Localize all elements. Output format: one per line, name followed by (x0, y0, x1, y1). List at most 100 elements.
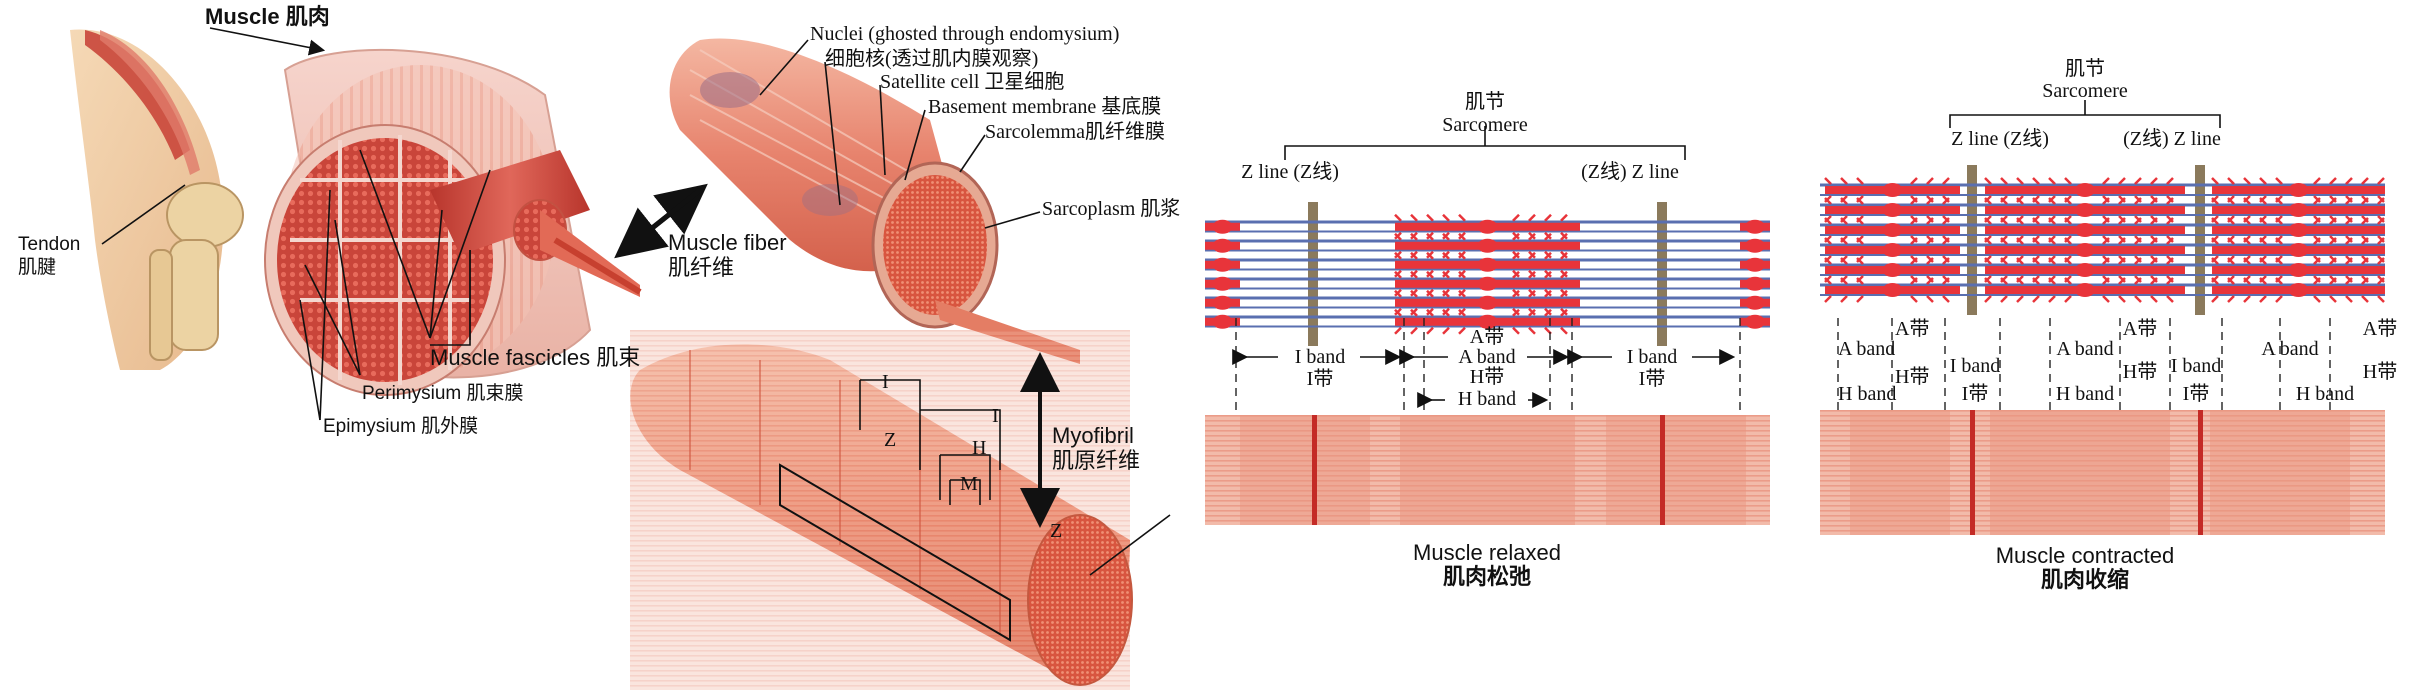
relaxed-myosin-head (1410, 308, 1418, 317)
relaxed-myosin-head (1410, 326, 1418, 335)
contracted-myosin-head (2227, 235, 2235, 243)
contracted-myosin-head (2361, 215, 2369, 223)
relaxed-a-band-en: A band (1458, 346, 1515, 368)
contracted-myosin-head (2211, 217, 2219, 225)
contracted-myosin-head (2275, 215, 2283, 223)
contracted-myosin-head (2345, 215, 2353, 223)
contracted-myosin-head (2016, 235, 2024, 243)
relaxed-m-line (1212, 219, 1233, 234)
relaxed-myosin-head (1560, 326, 1568, 335)
contracted-myosin-head (2361, 257, 2369, 265)
contracted-myosin-head (1840, 235, 1848, 243)
contracted-myosin-head (1926, 217, 1934, 225)
contracted-myosin-head (2361, 295, 2369, 303)
contracted-myosin-head (2000, 217, 2008, 225)
contracted-i-band-en-2: I band (2171, 355, 2222, 377)
contracted-myosin-head (1856, 195, 1864, 203)
contracted-myosin-head (2259, 215, 2267, 223)
left-panel-leader-lines (101, 27, 1171, 576)
contracted-myosin-head (1824, 255, 1832, 263)
contracted-myosin-head (2211, 235, 2219, 243)
contracted-myosin-head (1856, 275, 1864, 283)
contracted-myosin-head (2118, 277, 2126, 285)
contracted-myosin-head (1926, 177, 1934, 185)
relaxed-m-line (1477, 295, 1498, 310)
contracted-myosin-head (2313, 177, 2321, 185)
contracted-myosin-head (2166, 295, 2174, 303)
contracted-myosin-head (2064, 255, 2072, 263)
contracted-micrograph (1820, 410, 2385, 535)
label-myofibril-zh: 肌原纤维 (1052, 448, 1140, 473)
contracted-myosin-head (2048, 295, 2056, 303)
relaxed-myosin-head (1512, 289, 1520, 298)
contracted-myosin-head (2000, 295, 2008, 303)
contracted-myosin-head (2064, 235, 2072, 243)
contracted-m-line (2288, 203, 2309, 217)
contracted-myosin-head (2102, 177, 2110, 185)
contracted-myosin-head (2000, 255, 2008, 263)
contracted-myosin-head (2016, 295, 2024, 303)
relaxed-myosin-head (1544, 289, 1552, 298)
contracted-myosin-head (2345, 217, 2353, 225)
relaxed-myosin-head (1394, 289, 1402, 298)
relaxed-myosin-head (1426, 251, 1434, 260)
label-nuclei-en: Nuclei (ghosted through endomysium) (810, 23, 1119, 45)
contracted-myosin-head (2377, 255, 2385, 263)
contracted-m-line (1882, 243, 1903, 257)
contracted-myosin-head (2134, 195, 2142, 203)
contracted-myosin-head (2329, 275, 2337, 283)
contracted-myosin-head (2048, 275, 2056, 283)
contracted-z-line-left: Z line (Z线) (1951, 127, 2049, 150)
contracted-myosin-head (1942, 255, 1950, 263)
contracted-myosin-head (2377, 177, 2385, 185)
contracted-myosin-head (2166, 215, 2174, 223)
contracted-myosin-head (2227, 275, 2235, 283)
relaxed-myosin-head (1394, 213, 1402, 222)
contracted-myosin-head (2329, 177, 2337, 185)
contracted-myosin-head (2032, 275, 2040, 283)
relaxed-myosin-head (1528, 251, 1536, 260)
label-sarcolemma: Sarcolemma肌纤维膜 (985, 120, 1165, 143)
contracted-caption-en: Muscle contracted (1996, 543, 2175, 568)
contracted-myosin-head (2329, 255, 2337, 263)
contracted-myosin-head (2134, 275, 2142, 283)
relaxed-m-line (1212, 276, 1233, 291)
contracted-myosin-head (2211, 177, 2219, 185)
contracted-myosin-head (1856, 257, 1864, 265)
contracted-myosin-head (1942, 275, 1950, 283)
contracted-a-band-en-0: A band (1838, 338, 1895, 360)
contracted-myosin-head (2211, 277, 2219, 285)
contracted-myosin-head (1926, 255, 1934, 263)
contracted-z-line-right: (Z线) Z line (2123, 127, 2221, 150)
contracted-myosin-head (1840, 237, 1848, 245)
contracted-myosin-head (2377, 215, 2385, 223)
contracted-myosin-head (2243, 195, 2251, 203)
label-tendon-zh: 肌腱 (18, 256, 56, 278)
relaxed-myosin-head (1560, 308, 1568, 317)
contracted-myosin-head (1824, 235, 1832, 243)
contracted-myosin-head (2227, 277, 2235, 285)
relaxed-myosin-head (1426, 232, 1434, 241)
relaxed-filament-array (1205, 202, 1770, 346)
contracted-myosin-head (1926, 277, 1934, 285)
contracted-myosin-head (2134, 255, 2142, 263)
relaxed-m-line (1212, 314, 1233, 329)
contracted-myosin-head (2118, 295, 2126, 303)
contracted-myosin-head (2000, 237, 2008, 245)
contracted-myosin-head (2227, 217, 2235, 225)
relaxed-z-disc (1308, 202, 1318, 346)
relaxed-myosin-head (1544, 270, 1552, 279)
contracted-myosin-head (1984, 197, 1992, 205)
label-satellite-cell: Satellite cell 卫星细胞 (880, 70, 1064, 93)
relaxed-myosin-head (1394, 326, 1402, 335)
relaxed-h-band-en: H band (1458, 388, 1516, 410)
relaxed-caption-zh: 肌肉松弛 (1443, 564, 1531, 589)
contracted-myosin-head (2166, 177, 2174, 185)
contracted-i-band-zh-2: I带 (2183, 382, 2210, 405)
contracted-myosin-head (2313, 275, 2321, 283)
contracted-myosin-head (2032, 217, 2040, 225)
contracted-myosin-head (2243, 177, 2251, 185)
muscle-bundle-illustration (264, 48, 642, 396)
relaxed-myosin-head (1512, 251, 1520, 260)
contracted-myosin-head (2134, 237, 2142, 245)
